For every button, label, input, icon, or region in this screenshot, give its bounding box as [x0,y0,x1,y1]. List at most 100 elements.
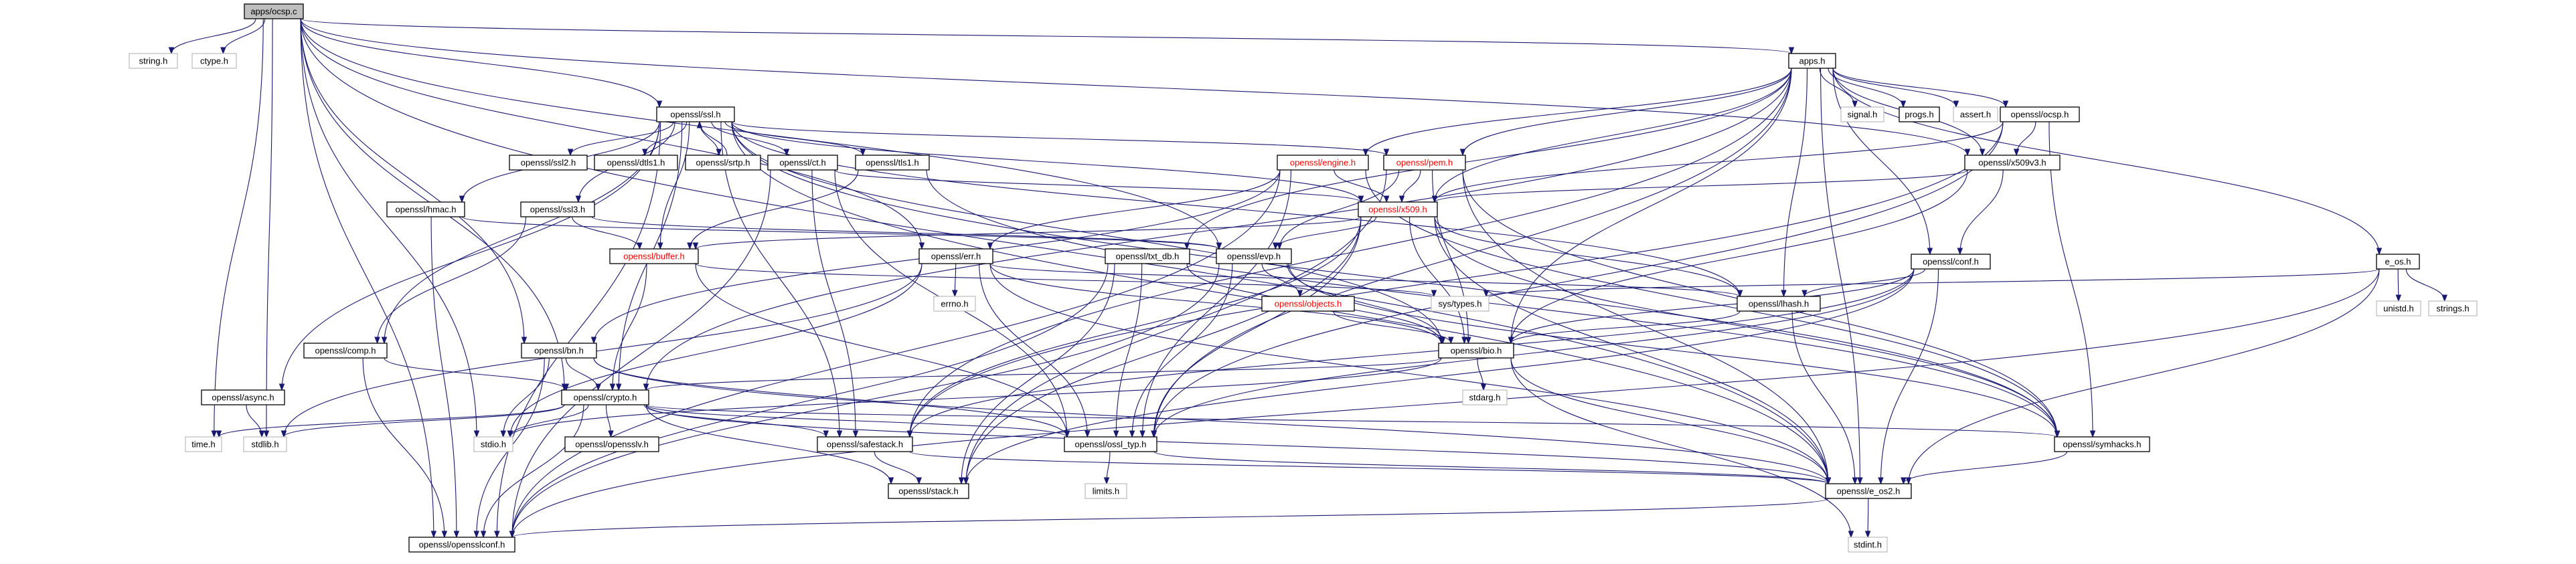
edge-ssl-lhash [731,121,1743,298]
node-evp[interactable]: openssl/evp.h [1216,248,1292,264]
edge-buffer-crypto [609,263,647,391]
node-box [2376,300,2421,316]
edge-eos-strings [2405,268,2447,302]
edge-apps-conf [1832,68,1933,256]
node-label: openssl/x509v3.h [1978,158,2046,168]
node-ocspc[interactable]: apps/ocsp.c [244,3,304,19]
node-box [609,248,699,264]
node-box [185,436,222,452]
node-ct[interactable]: openssl/ct.h [767,155,838,171]
node-eos2[interactable]: openssl/e_os2.h [1825,483,1912,499]
node-err[interactable]: openssl/err.h [918,248,993,264]
edge-crypto-stdlib [280,404,565,438]
node-label: assert.h [1960,110,1991,120]
node-box [1216,248,1292,264]
node-hmac[interactable]: openssl/hmac.h [386,201,465,217]
node-box [1953,106,1998,122]
node-box [767,155,838,171]
node-ssl3[interactable]: openssl/ssl3.h [520,201,595,217]
node-pem[interactable]: openssl/pem.h [1383,155,1466,171]
edge-safestack-stack [874,451,922,485]
node-ocsp[interactable]: openssl/ocsp.h [2000,106,2080,122]
node-apps[interactable]: apps.h [1788,53,1836,69]
node-label: unistd.h [2383,304,2414,314]
node-dtls1[interactable]: openssl/dtls1.h [594,155,678,171]
edge-bn-stdio [500,357,550,438]
edge-ocspc-err [300,18,925,250]
edge-ocspc-stdio [300,18,480,438]
edge-ssl3-buffer [572,216,643,250]
edge-ct-x509 [834,169,1364,203]
node-ssl[interactable]: openssl/ssl.h [656,106,735,122]
edge-err-ossltyp [979,263,1091,438]
node-txtdb[interactable]: openssl/txt_db.h [1105,248,1190,264]
node-bn[interactable]: openssl/bn.h [521,343,597,359]
node-async[interactable]: openssl/async.h [201,389,285,405]
edge-bio-eos2 [1510,357,1832,485]
node-buffer[interactable]: openssl/buffer.h [609,248,699,264]
node-x509v3[interactable]: openssl/x509v3.h [1964,155,2061,171]
node-label: openssl/bio.h [1451,346,1502,356]
node-box [408,537,515,553]
edge-bn-ossltyp [593,357,1070,438]
node-label: openssl/pem.h [1396,158,1453,168]
edge-buffer-systypes [695,263,1437,298]
node-signal: signal.h [1840,106,1884,122]
node-box [2428,300,2478,316]
edge-crypto-stdio [507,404,589,438]
node-box [386,201,465,217]
edge-ocspc-ctype [220,18,266,55]
node-box [1840,106,1884,122]
node-ssl2[interactable]: openssl/ssl2.h [509,155,588,171]
node-label: openssl/crypto.h [574,393,637,403]
edge-apps-progs [1828,68,1907,108]
node-box [1261,296,1355,312]
node-eos[interactable]: e_os.h [2376,254,2420,270]
node-symhacks[interactable]: openssl/symhacks.h [2054,436,2150,452]
edge-conf-ossltyp [1151,268,1915,438]
node-label: openssl/err.h [931,252,981,262]
node-box [303,343,388,359]
node-progs[interactable]: progs.h [1899,106,1940,122]
node-box [244,3,304,19]
node-srtp[interactable]: openssl/srtp.h [685,155,761,171]
node-label: openssl/tls1.h [866,158,919,168]
edge-ocsp-x509v3 [2013,121,2036,157]
node-label: openssl/x509.h [1368,205,1427,215]
edge-ssl3-evp [591,216,1222,250]
node-engine[interactable]: openssl/engine.h [1277,155,1369,171]
edge-evp-ossltyp [1129,263,1233,438]
node-conf[interactable]: openssl/conf.h [1911,254,1991,270]
edge-ocsp-symhacks [2048,121,2096,438]
node-tls1[interactable]: openssl/tls1.h [855,155,930,171]
node-box [1277,155,1369,171]
node-label: openssl/ssl2.h [521,158,576,168]
node-opensslconf[interactable]: openssl/opensslconf.h [408,537,515,553]
node-box [1438,343,1514,359]
node-box [1064,436,1157,452]
node-label: openssl/dtls1.h [607,158,665,168]
edge-ocspc-opensslconf [300,18,437,539]
edge-conf-stack [963,268,1915,485]
edge-apps-lhash [1781,68,1808,298]
edge-comp-crypto [384,357,570,391]
node-stack[interactable]: openssl/stack.h [888,483,969,499]
node-label: time.h [191,440,215,450]
edge-ssl-async [278,121,660,391]
node-ossltyp[interactable]: openssl/ossl_typ.h [1064,436,1157,452]
edge-conf-safestack [906,268,1915,438]
node-comp[interactable]: openssl/comp.h [303,343,388,359]
edge-hmac-evp [461,216,1222,250]
edge-symhacks-eos2 [1901,451,2068,485]
node-safestack[interactable]: openssl/safestack.h [817,436,913,452]
node-label: openssl/ssl.h [670,110,720,120]
edge-crypto-opensslconf [480,404,584,539]
node-objects[interactable]: openssl/objects.h [1261,296,1355,312]
node-crypto[interactable]: openssl/crypto.h [561,389,649,405]
node-label: openssl/ct.h [779,158,825,168]
edge-engine-x509 [1334,169,1390,203]
node-bio[interactable]: openssl/bio.h [1438,343,1514,359]
node-lhash[interactable]: openssl/lhash.h [1737,296,1821,312]
node-x509[interactable]: openssl/x509.h [1358,201,1438,217]
node-opensslv[interactable]: openssl/opensslv.h [564,436,659,452]
